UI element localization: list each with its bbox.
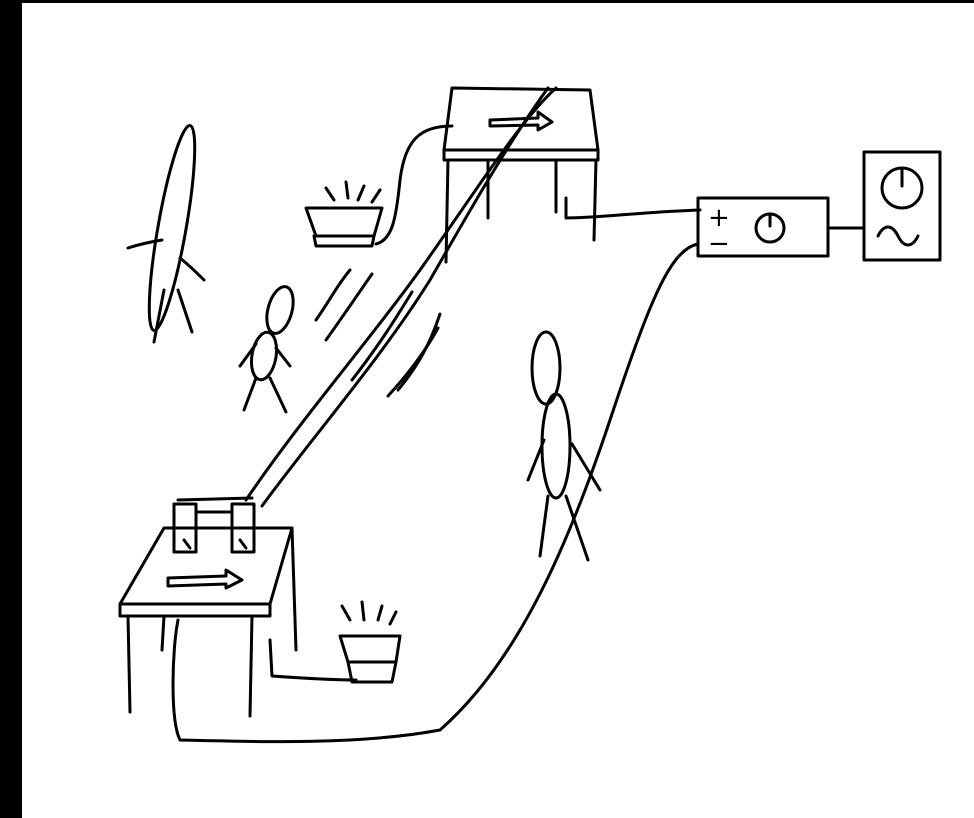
beam-lines — [244, 86, 558, 508]
speaker-lower-icon — [338, 600, 402, 684]
sound-waves — [314, 268, 442, 398]
top-border — [0, 0, 974, 3]
table-upper-icon — [442, 86, 600, 264]
plus-sign: + — [708, 203, 730, 233]
cable-upper-to-source — [564, 196, 702, 220]
power-source-icon: + − — [696, 196, 830, 259]
cable-source-to-lower — [171, 242, 700, 744]
cable-upper-to-speaker — [374, 124, 454, 246]
speaker-upper-icon — [304, 180, 384, 248]
table-lower-icon — [118, 496, 298, 718]
standing-person-upper-icon — [126, 124, 206, 344]
oscilloscope-icon — [862, 150, 942, 262]
cable-lower-to-speaker — [268, 638, 358, 682]
lower-table-arrow-icon — [166, 568, 244, 590]
standing-person-right-icon — [526, 330, 602, 562]
left-border — [0, 0, 22, 818]
minus-sign: − — [708, 229, 730, 259]
upper-table-arrow-icon — [488, 110, 554, 132]
walking-person-icon — [238, 285, 295, 414]
